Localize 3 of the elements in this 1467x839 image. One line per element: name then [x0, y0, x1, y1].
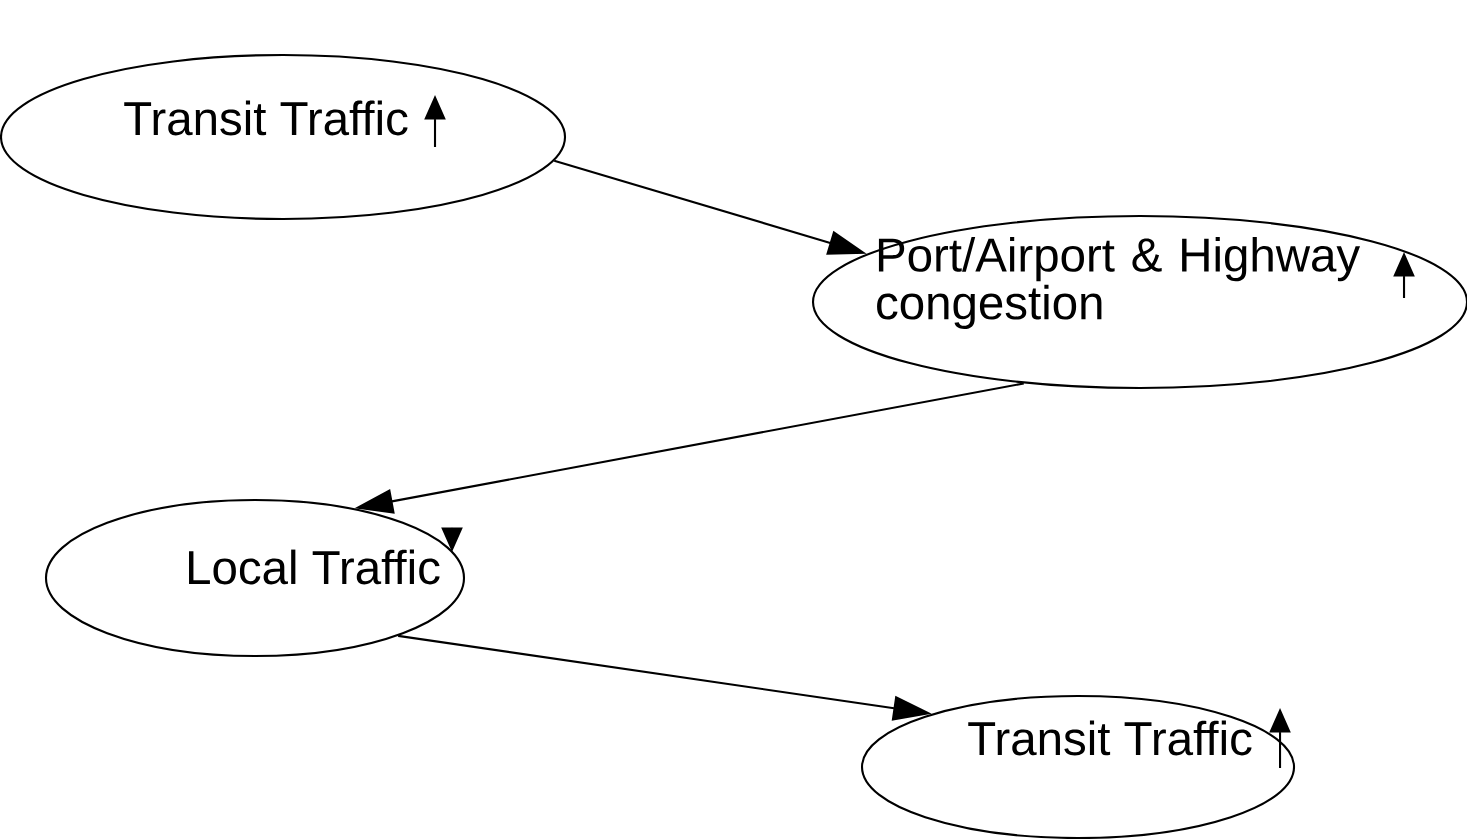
ellipse-node: Transit Traffic — [860, 694, 1296, 839]
ellipse-node: Transit Traffic — [0, 53, 567, 221]
ellipse-node: Local Traffic — [44, 498, 466, 658]
